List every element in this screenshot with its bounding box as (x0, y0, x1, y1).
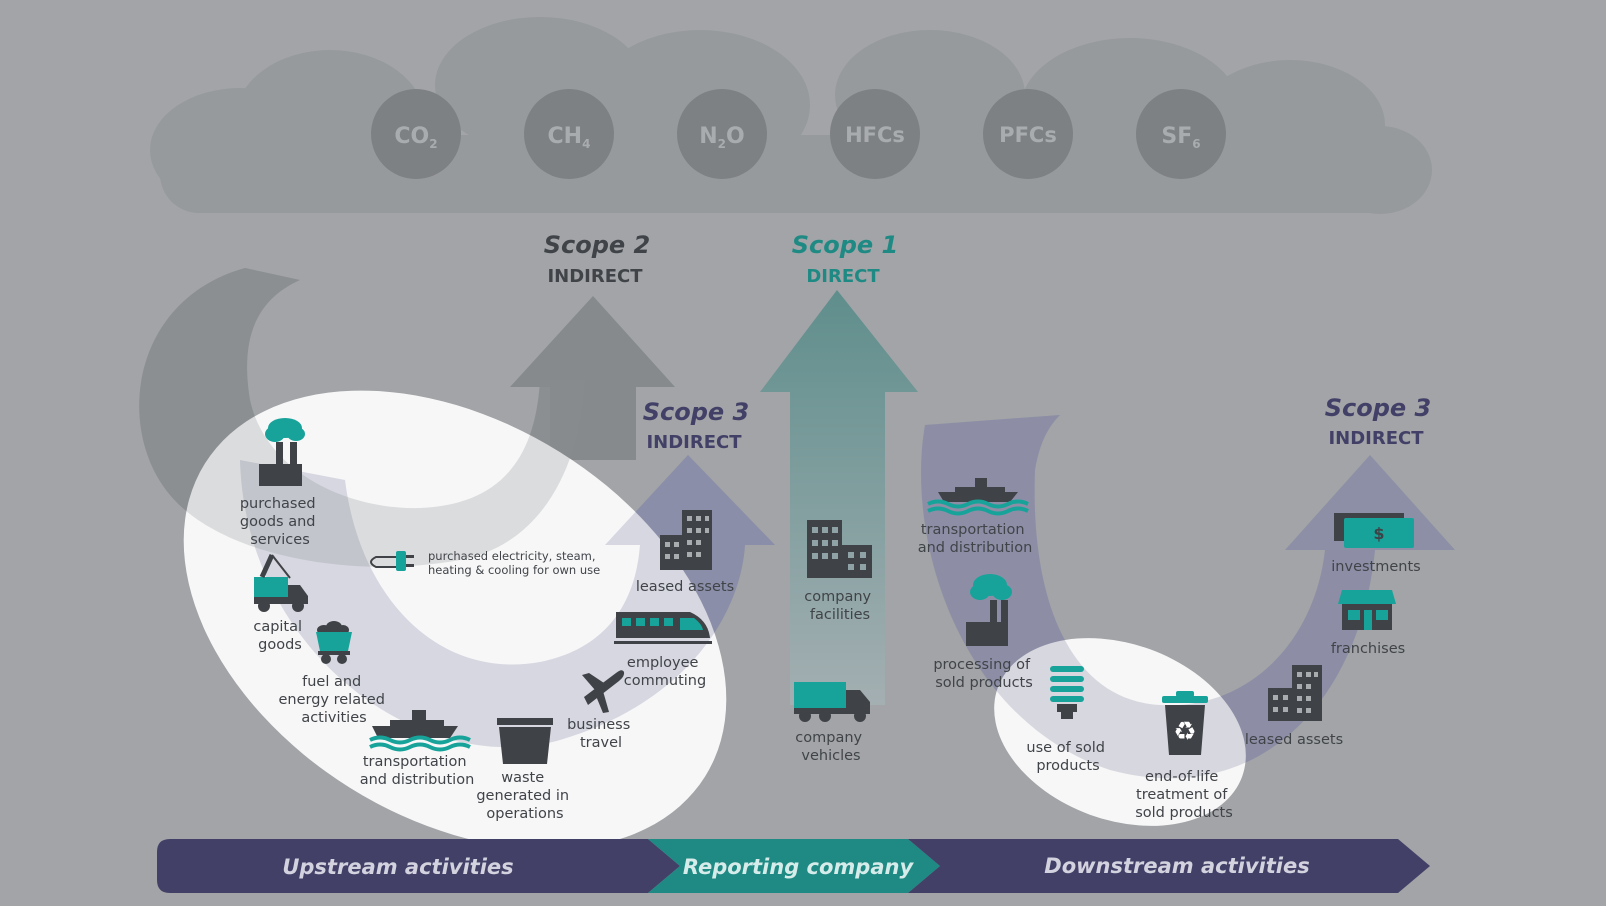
band-reporting (648, 839, 940, 893)
label-transport-upstream: transportation and distribution (360, 754, 475, 788)
cargo-ship-icon-upstream (369, 710, 471, 752)
label-employee-commuting: employee commuting (624, 655, 706, 689)
gas-sf6: SF6 (1136, 89, 1226, 179)
plug-icon (370, 551, 414, 571)
scope2-arc-overlay (139, 268, 585, 567)
scope3-upstream-arc-overlay (240, 455, 775, 748)
scope3-upstream-subtitle: INDIRECT (646, 432, 742, 453)
upstream-highlight (183, 390, 727, 850)
label-end-of-life: end-of-life treatment of sold products (1135, 769, 1233, 821)
label-use-of-sold-products: use of sold products (1026, 740, 1109, 774)
scope3-downstream-subtitle: INDIRECT (1328, 428, 1424, 449)
band-upstream-label: Upstream activities (282, 855, 513, 879)
factory-icon (259, 418, 305, 486)
train-icon (614, 612, 712, 644)
scope1-subtitle: DIRECT (806, 266, 880, 287)
label-leased-assets-upstream: leased assets (636, 579, 734, 595)
label-fuel-energy: fuel and energy related activities (278, 674, 389, 726)
gas-hfcs: HFCs (830, 89, 920, 179)
svg-text:N2O: N2O (699, 124, 744, 151)
label-franchises: franchises (1331, 641, 1405, 657)
factory-icon-processing (966, 574, 1012, 646)
building-icon-facilities (807, 520, 872, 578)
svg-text:SF6: SF6 (1161, 124, 1200, 151)
label-business-travel: business travel (567, 717, 635, 751)
gas-ch4: CH4 (524, 89, 614, 179)
mine-cart-icon (316, 621, 352, 664)
label-waste: waste generated in operations (476, 770, 573, 822)
truck-icon (794, 682, 870, 722)
label-capital-goods: capital goods (253, 619, 306, 653)
band-reporting-label: Reporting company (683, 855, 915, 879)
building-icon-downstream (1268, 665, 1322, 721)
band-upstream (157, 839, 680, 893)
label-company-facilities: company facilities (804, 589, 875, 623)
svg-text:CH4: CH4 (548, 124, 591, 151)
recycle-bin-icon: ♻ (1162, 691, 1208, 755)
svg-text:HFCs: HFCs (845, 123, 905, 147)
scope1-arrow (760, 290, 918, 705)
airplane-icon (582, 670, 625, 713)
svg-text:CO2: CO2 (394, 124, 437, 151)
storefront-icon (1338, 590, 1396, 630)
label-processing: processing of sold products (933, 657, 1034, 691)
downstream-highlight (994, 638, 1246, 826)
dumpster-icon (497, 718, 553, 764)
scope2-arrow (510, 296, 675, 460)
scope3-downstream-arc-overlay (921, 415, 1375, 779)
cloud-backdrop (150, 17, 1432, 214)
gas-co2: CO2 (371, 89, 461, 179)
crane-truck-icon (254, 553, 308, 612)
lightbulb-icon (1050, 666, 1084, 719)
label-transport-downstream: transportation and distribution (918, 522, 1033, 556)
activity-band: Upstream activities Reporting company Do… (157, 839, 1430, 893)
scope3-downstream-title: Scope 3 (1325, 394, 1432, 422)
label-company-vehicles: company vehicles (795, 730, 866, 764)
cargo-ship-icon-downstream (927, 478, 1029, 516)
label-purchased-goods: purchased goods and services (240, 496, 320, 548)
scope2-title: Scope 2 (544, 231, 651, 259)
label-leased-assets-downstream: leased assets (1245, 732, 1343, 748)
label-electricity: purchased electricity, steam, heating & … (428, 549, 600, 577)
gas-n2o: N2O (677, 89, 767, 179)
svg-text:$: $ (1373, 524, 1384, 543)
gas-pfcs: PFCs (983, 89, 1073, 179)
svg-text:PFCs: PFCs (999, 123, 1057, 147)
label-investments: investments (1331, 559, 1420, 575)
building-icon-upstream (660, 510, 712, 570)
band-downstream (908, 839, 1430, 893)
scope1-title: Scope 1 (792, 231, 899, 259)
scope3-upstream-title: Scope 3 (643, 398, 750, 426)
money-icon: $ (1334, 513, 1414, 548)
band-downstream-label: Downstream activities (1044, 854, 1309, 878)
svg-text:♻: ♻ (1173, 717, 1196, 747)
scope2-subtitle: INDIRECT (547, 266, 643, 287)
